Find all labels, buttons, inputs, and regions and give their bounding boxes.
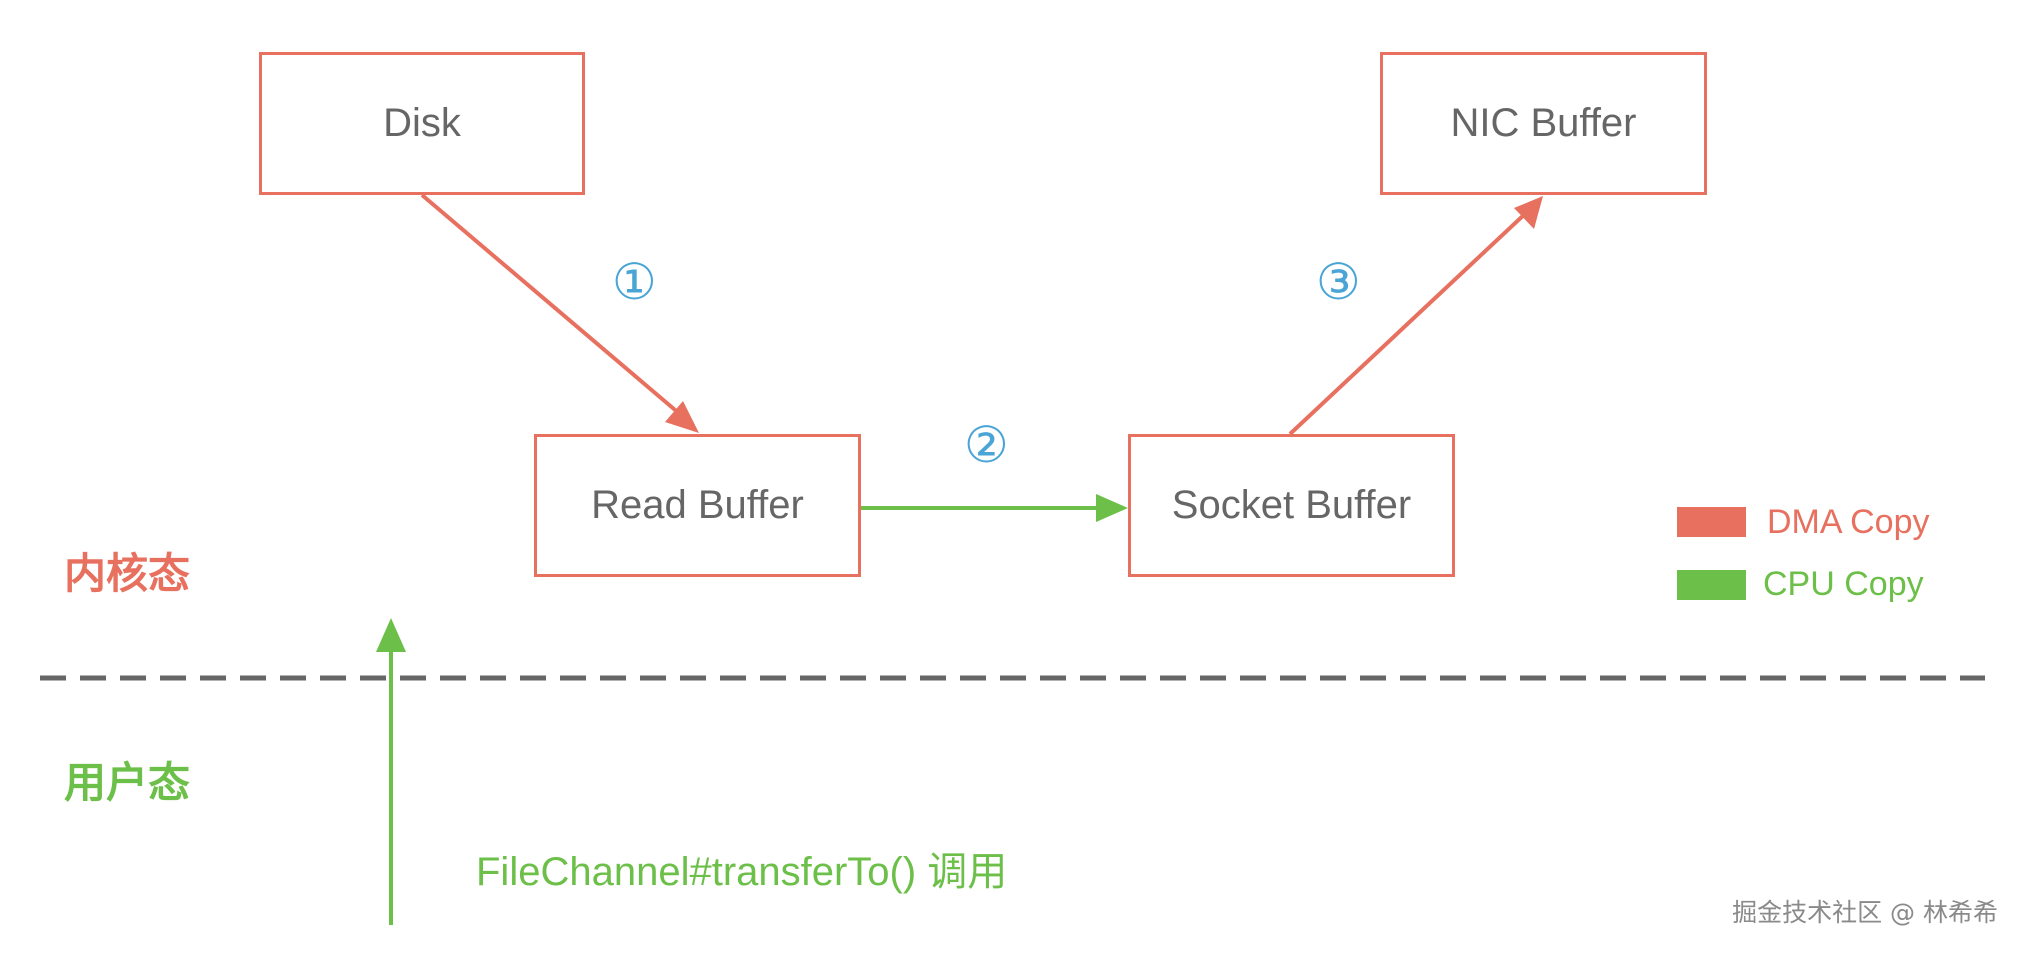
read-buffer-label: Read Buffer (591, 483, 804, 527)
arrow-disk-to-read-buffer (420, 193, 683, 417)
legend-dma-label: DMA Copy (1767, 503, 1930, 541)
watermark: 掘金技术社区 @ 林希希 (1732, 898, 1998, 927)
nic-buffer-box: NIC Buffer (1380, 52, 1707, 195)
nic-buffer-label: NIC Buffer (1450, 101, 1637, 145)
step-3-marker: ③ (1316, 253, 1361, 311)
step-1-marker: ① (612, 253, 657, 311)
legend-dma-swatch (1677, 507, 1746, 537)
user-mode-label: 用户态 (64, 758, 191, 807)
legend-cpu-swatch (1677, 570, 1746, 600)
legend-cpu-label: CPU Copy (1763, 565, 1924, 603)
arrowhead-socket-to-nic-buffer (1514, 196, 1543, 229)
disk-label: Disk (383, 101, 461, 145)
transfer-to-call-label: FileChannel#transferTo() 调用 (476, 850, 1008, 894)
socket-buffer-label: Socket Buffer (1171, 483, 1412, 527)
step-2-marker: ② (964, 416, 1009, 474)
disk-box: Disk (259, 52, 585, 195)
arrowhead-read-to-socket-buffer (1096, 494, 1128, 522)
socket-buffer-box: Socket Buffer (1128, 434, 1455, 577)
kernel-mode-label: 内核态 (64, 549, 191, 598)
arrowhead-user-call (376, 618, 406, 652)
arrowhead-disk-to-read-buffer (665, 401, 699, 433)
arrow-socket-to-nic-buffer (1288, 210, 1529, 436)
read-buffer-box: Read Buffer (534, 434, 861, 577)
